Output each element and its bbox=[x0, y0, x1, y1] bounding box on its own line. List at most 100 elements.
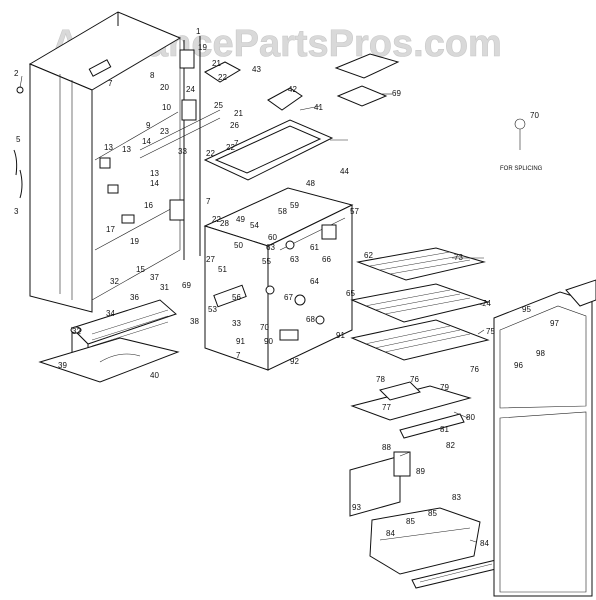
label-72: 70 bbox=[530, 111, 539, 120]
label-37: 37 bbox=[150, 273, 159, 282]
label-51: 56 bbox=[232, 293, 241, 302]
label-61: 64 bbox=[310, 277, 319, 286]
label-13b: 14 bbox=[150, 179, 159, 188]
label-68b: 91 bbox=[236, 337, 245, 346]
label-85b: 85 bbox=[406, 517, 415, 526]
label-66: 69 bbox=[182, 281, 191, 290]
label-54: 58 bbox=[278, 207, 287, 216]
label-76b: 76 bbox=[470, 365, 479, 374]
label-91: 96 bbox=[514, 361, 523, 370]
label-32b: 33 bbox=[232, 319, 241, 328]
center-frame bbox=[139, 36, 221, 260]
label-10: 10 bbox=[162, 103, 171, 112]
label-16: 17 bbox=[106, 225, 115, 234]
label-53: 57 bbox=[350, 207, 359, 216]
label-74: 74 bbox=[482, 299, 491, 308]
label-22b: 22 bbox=[206, 149, 215, 158]
label-19: 19 bbox=[198, 43, 207, 52]
label-33a: 33 bbox=[178, 147, 187, 156]
label-63b: 67 bbox=[284, 293, 293, 302]
label-36: 36 bbox=[130, 293, 139, 302]
label-90: 95 bbox=[522, 305, 531, 314]
label-30: 31 bbox=[160, 283, 169, 292]
wire-shelves bbox=[350, 247, 490, 361]
label-45: 49 bbox=[236, 215, 245, 224]
label-57: 61 bbox=[310, 243, 319, 252]
label-41: 41 bbox=[314, 103, 323, 112]
label-86: 88 bbox=[382, 443, 391, 452]
label-5: 5 bbox=[16, 135, 21, 144]
label-75: 75 bbox=[486, 327, 495, 336]
inner-liner bbox=[91, 37, 181, 301]
label-14: 14 bbox=[142, 137, 151, 146]
label-82: 82 bbox=[446, 441, 455, 450]
label-33b: 34 bbox=[106, 309, 115, 318]
callout-labels: 2 5 3 1 19 7 8 21 22 43 20 24 25 21 26 9… bbox=[14, 27, 559, 548]
label-13c: 15 bbox=[136, 265, 145, 274]
label-92: 97 bbox=[550, 319, 559, 328]
label-68: 91 bbox=[336, 331, 345, 340]
label-23: 23 bbox=[160, 127, 169, 136]
freezer-compartment bbox=[203, 187, 354, 371]
label-24: 24 bbox=[186, 85, 195, 94]
label-21b: 21 bbox=[234, 109, 243, 118]
label-7b: 7 bbox=[234, 139, 239, 148]
splice-callout: FOR SPLICING bbox=[500, 118, 543, 172]
label-65: 70 bbox=[260, 323, 269, 332]
label-83: 83 bbox=[452, 493, 461, 502]
label-22d: 22 bbox=[226, 143, 235, 152]
crisper-cover bbox=[350, 381, 472, 439]
label-32a: 32 bbox=[72, 327, 81, 336]
label-80: 80 bbox=[466, 413, 475, 422]
label-84a: 84 bbox=[386, 529, 395, 538]
label-2: 2 bbox=[14, 69, 19, 78]
fan-shroud bbox=[204, 61, 303, 111]
label-85a: 85 bbox=[428, 509, 437, 518]
label-81: 81 bbox=[440, 425, 449, 434]
label-1: 1 bbox=[196, 27, 201, 36]
label-17: 19 bbox=[130, 237, 139, 246]
label-46: 50 bbox=[234, 241, 243, 250]
label-40: 44 bbox=[340, 167, 349, 176]
label-31: 32 bbox=[110, 277, 119, 286]
label-26: 26 bbox=[230, 121, 239, 130]
label-49: 54 bbox=[250, 221, 259, 230]
label-25: 25 bbox=[214, 101, 223, 110]
label-44: 48 bbox=[306, 179, 315, 188]
label-87: 89 bbox=[416, 467, 425, 476]
splice-note: FOR SPLICING bbox=[500, 166, 543, 172]
label-12: 13 bbox=[104, 143, 113, 152]
label-34: 39 bbox=[58, 361, 67, 370]
label-22a: 22 bbox=[218, 73, 227, 82]
label-48: 53 bbox=[208, 305, 217, 314]
crisper-drawer bbox=[369, 507, 481, 575]
label-39: 40 bbox=[150, 371, 159, 380]
label-28: 28 bbox=[220, 219, 229, 228]
ice-tray bbox=[334, 53, 400, 107]
label-8: 8 bbox=[150, 71, 155, 80]
label-73: 73 bbox=[454, 253, 463, 262]
label-50: 55 bbox=[262, 257, 271, 266]
label-67: 90 bbox=[264, 337, 273, 346]
label-21a: 21 bbox=[212, 59, 221, 68]
cabinet-shell bbox=[28, 11, 182, 313]
label-64: 68 bbox=[306, 315, 315, 324]
shelf-bracket bbox=[203, 119, 334, 181]
label-84b: 84 bbox=[480, 539, 489, 548]
label-47: 51 bbox=[218, 265, 227, 274]
label-59: 63 bbox=[266, 243, 275, 252]
label-3: 3 bbox=[14, 207, 19, 216]
label-69: 92 bbox=[290, 357, 299, 366]
label-62: 65 bbox=[346, 289, 355, 298]
label-93: 98 bbox=[536, 349, 545, 358]
label-13a: 13 bbox=[150, 169, 159, 178]
label-78: 78 bbox=[376, 375, 385, 384]
label-7a: 7 bbox=[108, 79, 113, 88]
label-70: 69 bbox=[392, 89, 401, 98]
base-grille bbox=[38, 299, 180, 383]
crisper-panel bbox=[349, 451, 411, 517]
label-76a: 76 bbox=[410, 375, 419, 384]
label-58: 62 bbox=[364, 251, 373, 260]
leader-lines bbox=[19, 75, 487, 543]
label-11: 13 bbox=[122, 145, 131, 154]
